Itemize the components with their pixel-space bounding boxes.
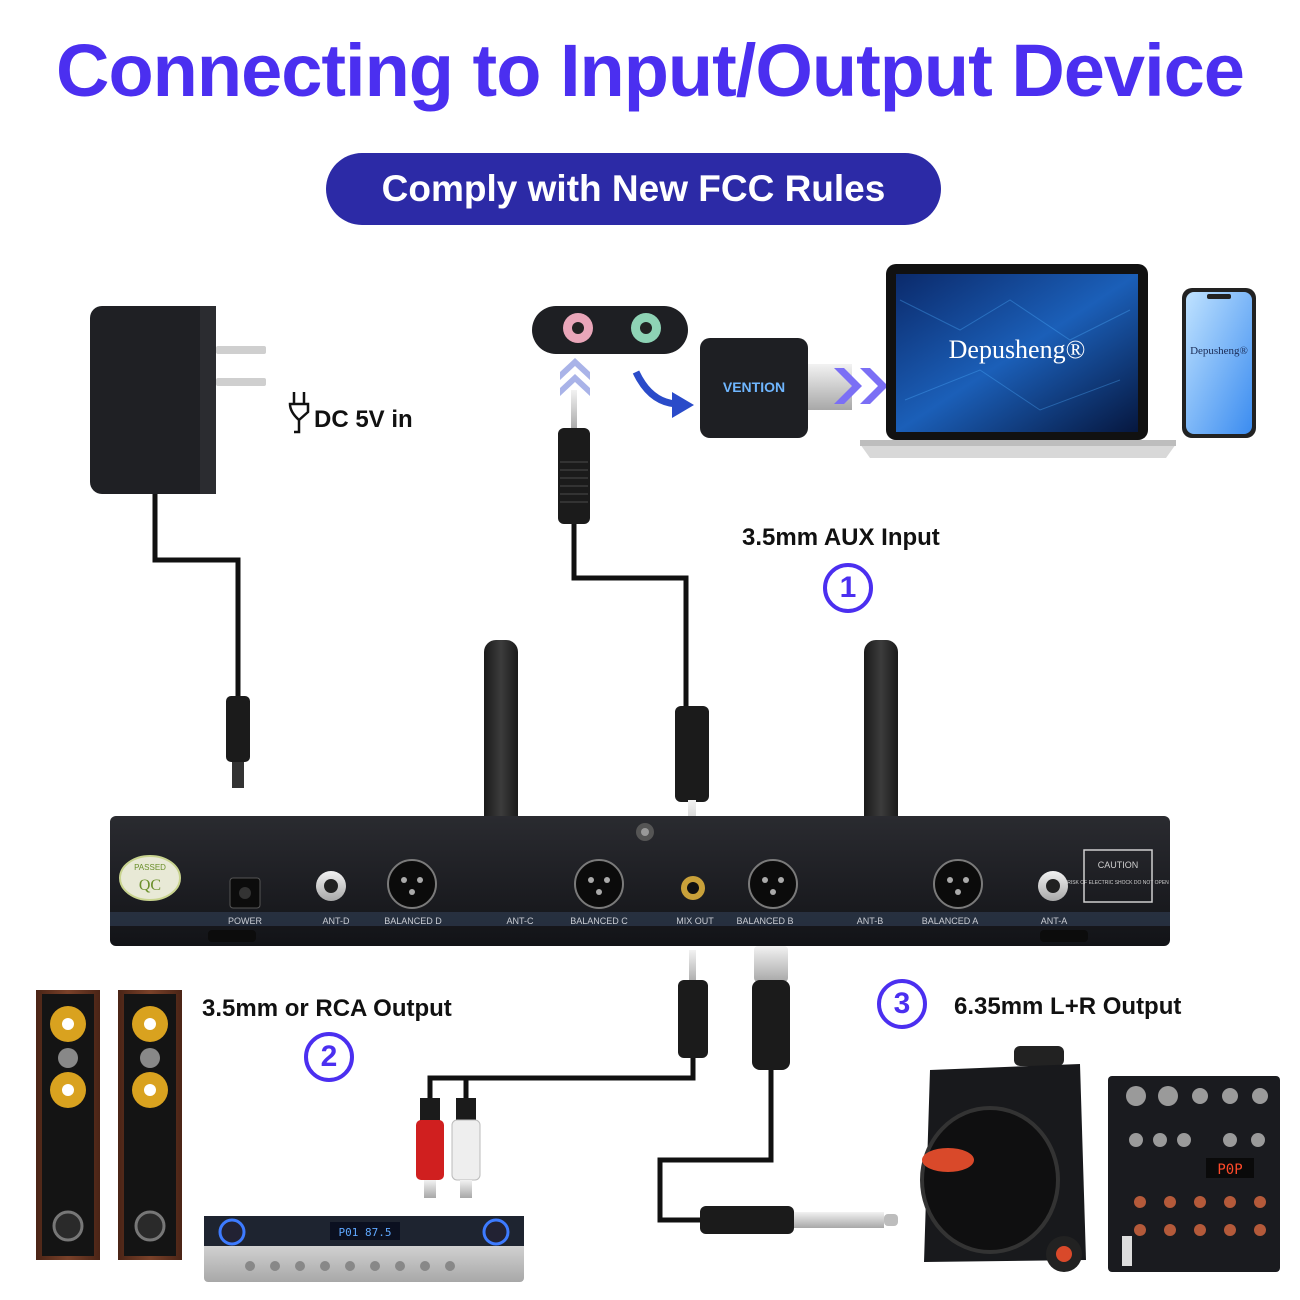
page-title: Connecting to Input/Output Device [56,29,1245,112]
port-label-balanced-b: BALANCED B [736,916,793,926]
rca-plug-white [451,1098,481,1198]
step-3-badge: 3 [877,979,927,1029]
caution-text: RISK OF ELECTRIC SHOCK DO NOT OPEN [1067,880,1169,886]
step-1-badge: 1 [823,563,873,613]
step-2-badge: 2 [304,1032,354,1082]
fcc-badge: Comply with New FCC Rules [326,153,941,225]
port-label-ant-b: ANT-B [857,916,884,926]
qc-text: QC [139,877,161,894]
usb-sound-adapter: VENTION [700,338,852,438]
xlr-port-a [933,859,983,909]
aux-rca-cable [427,950,708,1098]
bnc-port-d [316,871,346,901]
phone-brand: Depusheng® [1190,345,1248,357]
bnc-port-a [1038,871,1068,901]
karaoke-amplifier: P01 87.5 [204,1216,524,1282]
port-label-balanced-c: BALANCED C [570,916,628,926]
xlr-port-c [574,859,624,909]
line-output-label: 6.35mm L+R Output [954,993,1182,1020]
port-label-ant-d: ANT-D [323,916,351,926]
smartphone: Depusheng® [1182,288,1256,438]
port-label-balanced-a: BALANCED A [922,916,979,926]
amp-display: P01 87.5 [339,1226,392,1239]
xlr-port-b [748,859,798,909]
headset-splitter [532,306,688,354]
port-label-mix-out: MIX OUT [676,916,714,926]
up-arrows-icon [560,358,590,396]
plug-icon [288,392,310,434]
port-label-power: POWER [228,916,263,926]
port-label-ant-c: ANT-C [507,916,535,926]
receiver-rear-panel [110,816,1170,946]
double-arrow-icon [834,368,888,404]
tower-speaker-right [118,990,182,1260]
tower-speaker-left [36,990,100,1260]
laptop-brand: Depusheng® [949,335,1086,364]
caution-title: CAUTION [1098,860,1139,870]
rca-output-label: 3.5mm or RCA Output [202,995,452,1022]
xlr-port-d [387,859,437,909]
qc-passed-text: PASSED [134,863,166,872]
dc-power-label: DC 5V in [314,406,413,433]
xlr-to-jack-cable [657,946,898,1234]
vention-logo: VENTION [723,379,785,395]
power-jack [229,877,261,909]
rca-plug-red [416,1098,444,1198]
aux-cable-top [558,390,709,852]
laptop: Depusheng® [860,264,1176,458]
audio-mixer: P0P [1108,1076,1280,1272]
port-labels: POWER ANT-D BALANCED D ANT-C BALANCED C … [228,916,1067,926]
port-label-balanced-d: BALANCED D [384,916,442,926]
power-adapter [90,306,266,788]
mixer-display: P0P [1217,1162,1242,1178]
qc-sticker: PASSED QC [119,855,181,901]
caution-label: CAUTION RISK OF ELECTRIC SHOCK DO NOT OP… [1067,849,1169,903]
curved-arrow-icon [632,370,694,418]
mix-out-jack [681,876,705,900]
portable-pa-speaker [920,1046,1086,1272]
aux-input-label: 3.5mm AUX Input [742,524,940,551]
port-label-ant-a: ANT-A [1041,916,1068,926]
